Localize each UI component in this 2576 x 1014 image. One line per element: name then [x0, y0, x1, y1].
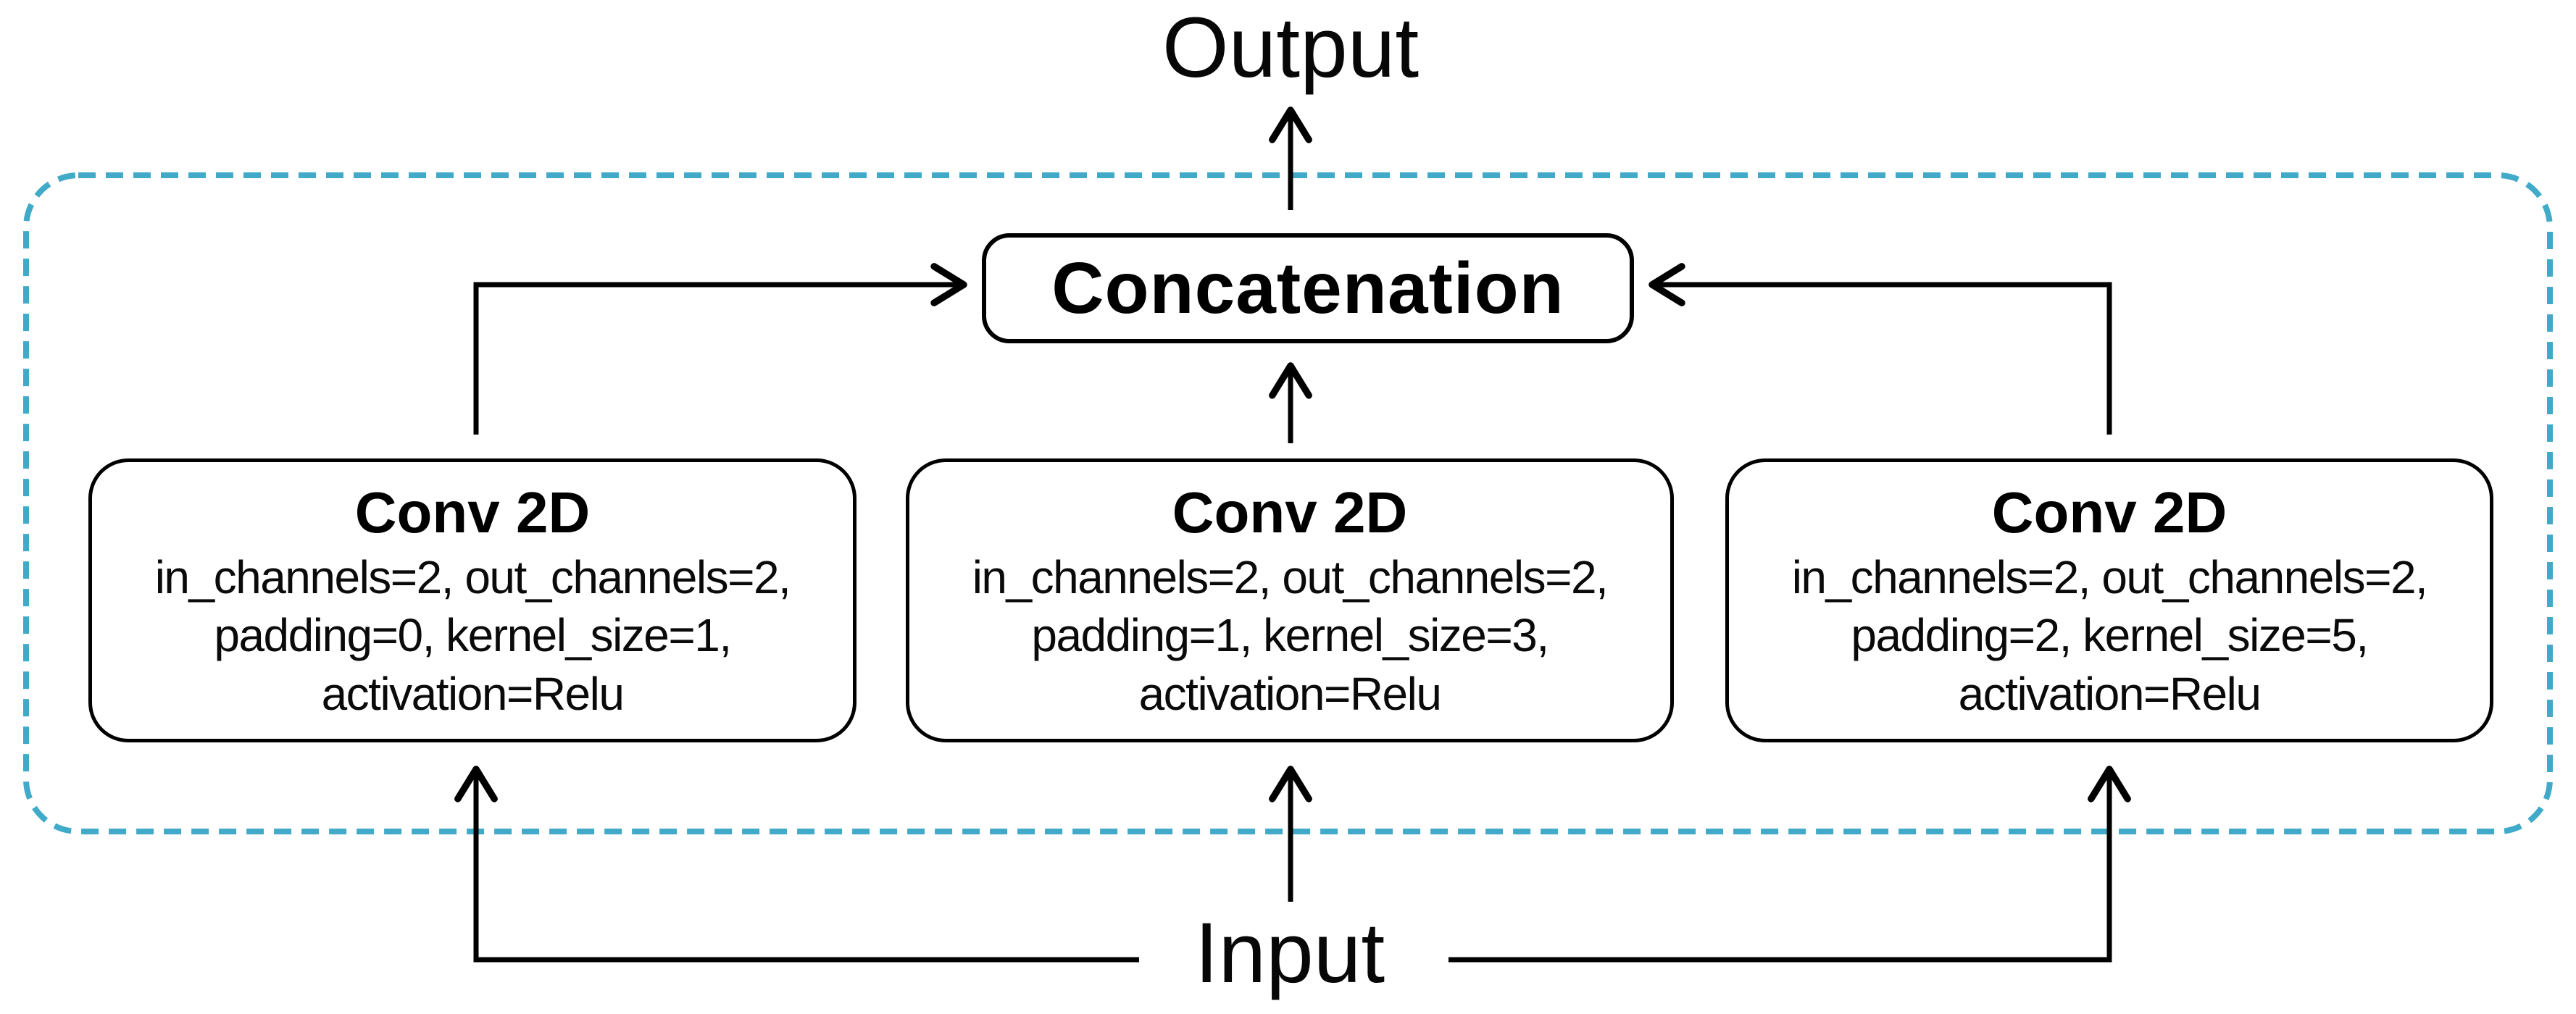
conv2d-padding-kernel-line: padding=0, kernel_size=1, [214, 609, 732, 662]
concatenation-label: Concatenation [1051, 247, 1564, 329]
output-label: Output [1162, 0, 1420, 96]
conv2d-channels-line: in_channels=2, out_channels=2, [1791, 550, 2428, 603]
input-label: Input [1194, 905, 1385, 1001]
conv2d-box-kernel1: Conv 2D in_channels=2, out_channels=2, p… [88, 458, 856, 742]
conv2d-channels-line: in_channels=2, out_channels=2, [154, 550, 791, 603]
right-conv-to-concat-arrow [1648, 263, 2112, 435]
conv2d-padding-kernel-line: padding=2, kernel_size=5, [1851, 609, 2369, 662]
conv2d-activation-line: activation=Relu [1138, 667, 1442, 720]
conv2d-activation-line: activation=Relu [1958, 667, 2262, 720]
input-to-right-conv-arrow [1449, 766, 2131, 963]
concatenation-box: Concatenation [982, 233, 1634, 343]
conv2d-title: Conv 2D [354, 480, 591, 545]
conv2d-title: Conv 2D [1991, 480, 2227, 545]
input-to-left-conv-arrow [454, 766, 1139, 963]
conv2d-title: Conv 2D [1172, 480, 1408, 545]
conv2d-padding-kernel-line: padding=1, kernel_size=3, [1031, 609, 1549, 662]
left-conv-to-concat-arrow [473, 263, 967, 435]
conv2d-box-kernel5: Conv 2D in_channels=2, out_channels=2, p… [1725, 458, 2493, 742]
conv2d-box-kernel3: Conv 2D in_channels=2, out_channels=2, p… [906, 458, 1674, 742]
conv2d-channels-line: in_channels=2, out_channels=2, [972, 550, 1609, 603]
conv2d-activation-line: activation=Relu [321, 667, 625, 720]
